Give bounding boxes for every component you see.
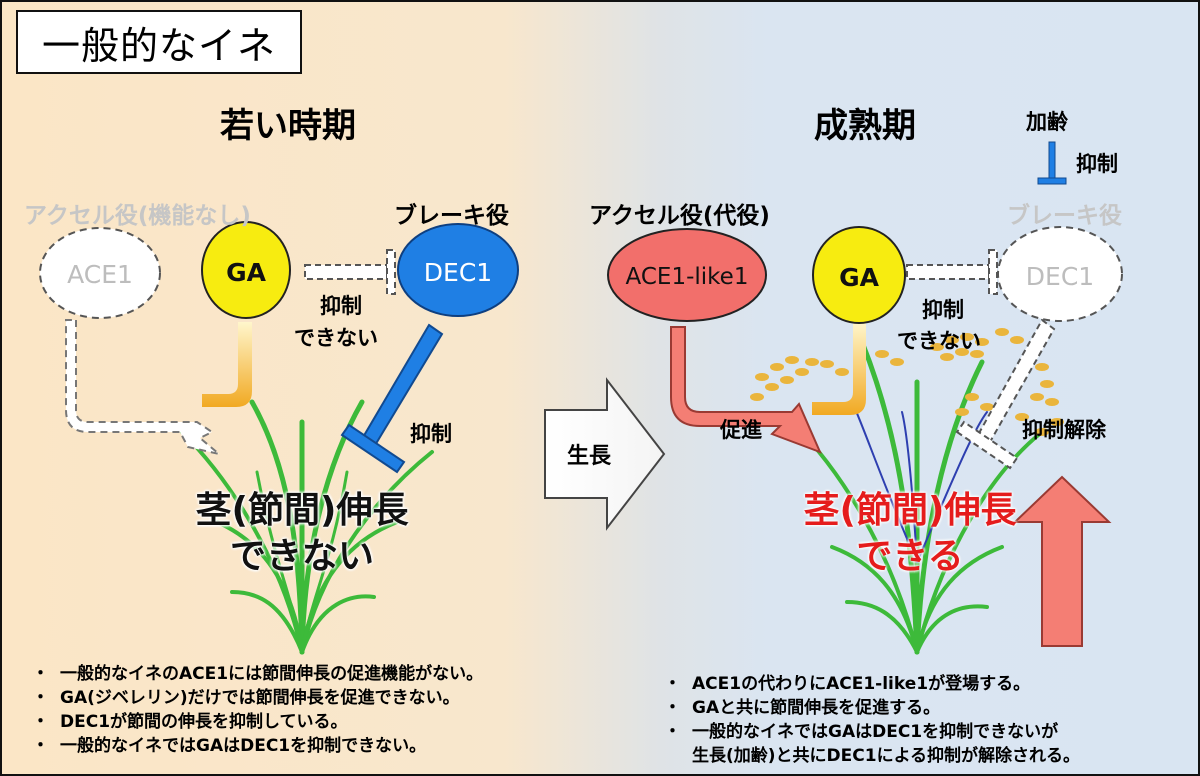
accelerator-substitute-label: アクセル役(代役) xyxy=(589,203,770,229)
inhibition-release-label: 抑制解除 xyxy=(1022,418,1106,442)
aging-inhibit-label: 抑制 xyxy=(1076,152,1118,176)
growth-arrow xyxy=(544,377,666,531)
ga-gold-path-right xyxy=(812,322,866,415)
dec1-inhibition-line xyxy=(340,323,444,474)
note-item: ・ACE1の代わりにACE1-like1が登場する。 xyxy=(664,674,1031,694)
ga-node-right xyxy=(812,226,906,324)
ga-dec1-blocked-inhibition-right xyxy=(906,249,998,295)
note-item: ・一般的なイネではGAはDEC1を抑制できないが xyxy=(664,722,1059,742)
ace1-label: ACE1 xyxy=(67,260,133,289)
rice-grain-clusters xyxy=(750,328,1064,436)
note-item: ・GAと共に節間伸長を促進する。 xyxy=(664,698,941,718)
ga-label-right: GA xyxy=(839,263,880,292)
note-item: 生長(加齢)と共にDEC1による抑制が解除される。 xyxy=(692,746,1081,766)
ace1-like1-node xyxy=(607,228,767,322)
ga-node xyxy=(201,221,291,319)
ga-label: GA xyxy=(226,258,267,287)
young-stage-heading: 若い時期 xyxy=(220,106,356,146)
elongation-result-line2-right: できる xyxy=(856,536,964,577)
elongation-result-line2: できない xyxy=(229,536,374,577)
dec1-label-right: DEC1 xyxy=(1026,262,1094,291)
ga-dec1-blocked-inhibition xyxy=(304,249,396,295)
elongation-up-arrow xyxy=(1012,475,1112,647)
aging-inhibition xyxy=(1037,141,1067,185)
elongation-result-line1-right: 茎(節間)伸長 xyxy=(803,490,1017,531)
ace1-like1-label: ACE1-like1 xyxy=(626,264,749,290)
cannot-inhibit-line2-right: できない xyxy=(897,329,981,353)
cannot-inhibit-line1-right: 抑制 xyxy=(922,298,964,322)
ga-gold-path xyxy=(202,322,252,407)
promote-label: 促進 xyxy=(720,418,762,442)
ace1-like1-promote-arrow xyxy=(670,326,822,454)
mature-stage-heading: 成熟期 xyxy=(814,106,916,146)
dec1-released-inhibition xyxy=(955,318,1056,470)
elongation-result-line1: 茎(節間)伸長 xyxy=(195,490,409,531)
ace1-node xyxy=(39,227,161,319)
note-item: ・一般的なイネのACE1には節間伸長の促進機能がない。 xyxy=(32,664,484,684)
cannot-inhibit-line1: 抑制 xyxy=(320,294,362,318)
ace1-nonfunctional-arrow xyxy=(65,319,220,455)
aging-label: 加齢 xyxy=(1026,110,1068,134)
dec1-node xyxy=(397,223,519,317)
inhibit-label: 抑制 xyxy=(410,422,452,446)
note-item: ・GA(ジベレリン)だけでは節間伸長を促進できない。 xyxy=(32,688,460,708)
growth-label: 生長 xyxy=(567,444,612,469)
dec1-node-right xyxy=(997,226,1123,322)
notes-young: ・一般的なイネのACE1には節間伸長の促進機能がない。 ・GA(ジベレリン)だけ… xyxy=(32,662,483,758)
elongation-result-young: 茎(節間)伸長 できない xyxy=(172,488,432,580)
cannot-inhibit-line2: できない xyxy=(294,326,378,350)
dec1-label: DEC1 xyxy=(424,258,492,287)
note-item: ・DEC1が節間の伸長を抑制している。 xyxy=(32,712,348,732)
elongation-result-mature: 茎(節間)伸長 できる xyxy=(780,488,1040,580)
brake-role-label-right: ブレーキ役 xyxy=(1007,203,1122,229)
note-item: ・一般的なイネではGAはDEC1を抑制できない。 xyxy=(32,736,427,756)
page-title: 一般的なイネ xyxy=(16,10,302,74)
brake-role-label: ブレーキ役 xyxy=(394,203,509,229)
notes-mature: ・ACE1の代わりにACE1-like1が登場する。 ・GAと共に節間伸長を促進… xyxy=(664,672,1080,768)
accelerator-nonfunctional-label: アクセル役(機能なし) xyxy=(24,203,251,229)
young-rice-plant xyxy=(180,399,434,655)
